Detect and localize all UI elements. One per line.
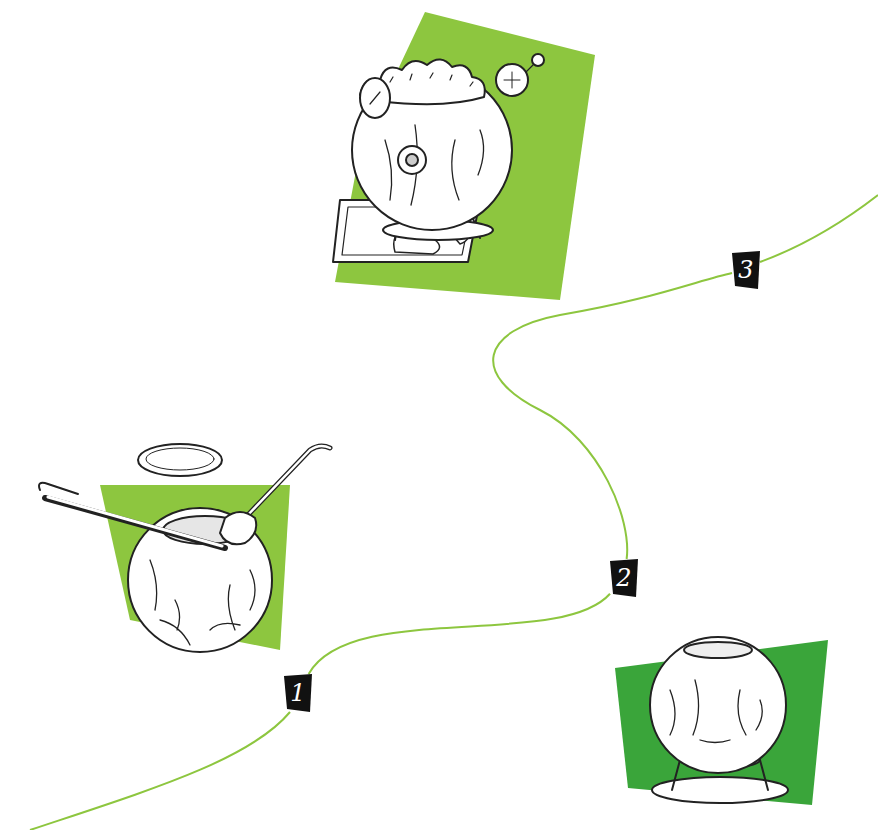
coconut-on-stand-illustration	[650, 637, 788, 803]
coconut-cutting-illustration	[39, 444, 330, 652]
step-number: 3	[732, 251, 760, 289]
route-connector	[309, 594, 610, 674]
step-number: 1	[284, 674, 312, 712]
route-line	[760, 195, 878, 262]
step-number: 2	[610, 559, 638, 597]
step-tag: 2	[610, 559, 638, 597]
step-tag: 1	[284, 674, 312, 712]
step-tag: 3	[732, 251, 760, 289]
route-connector	[493, 273, 732, 559]
decorated-coconut-illustration	[333, 54, 544, 262]
route-line	[30, 712, 290, 830]
